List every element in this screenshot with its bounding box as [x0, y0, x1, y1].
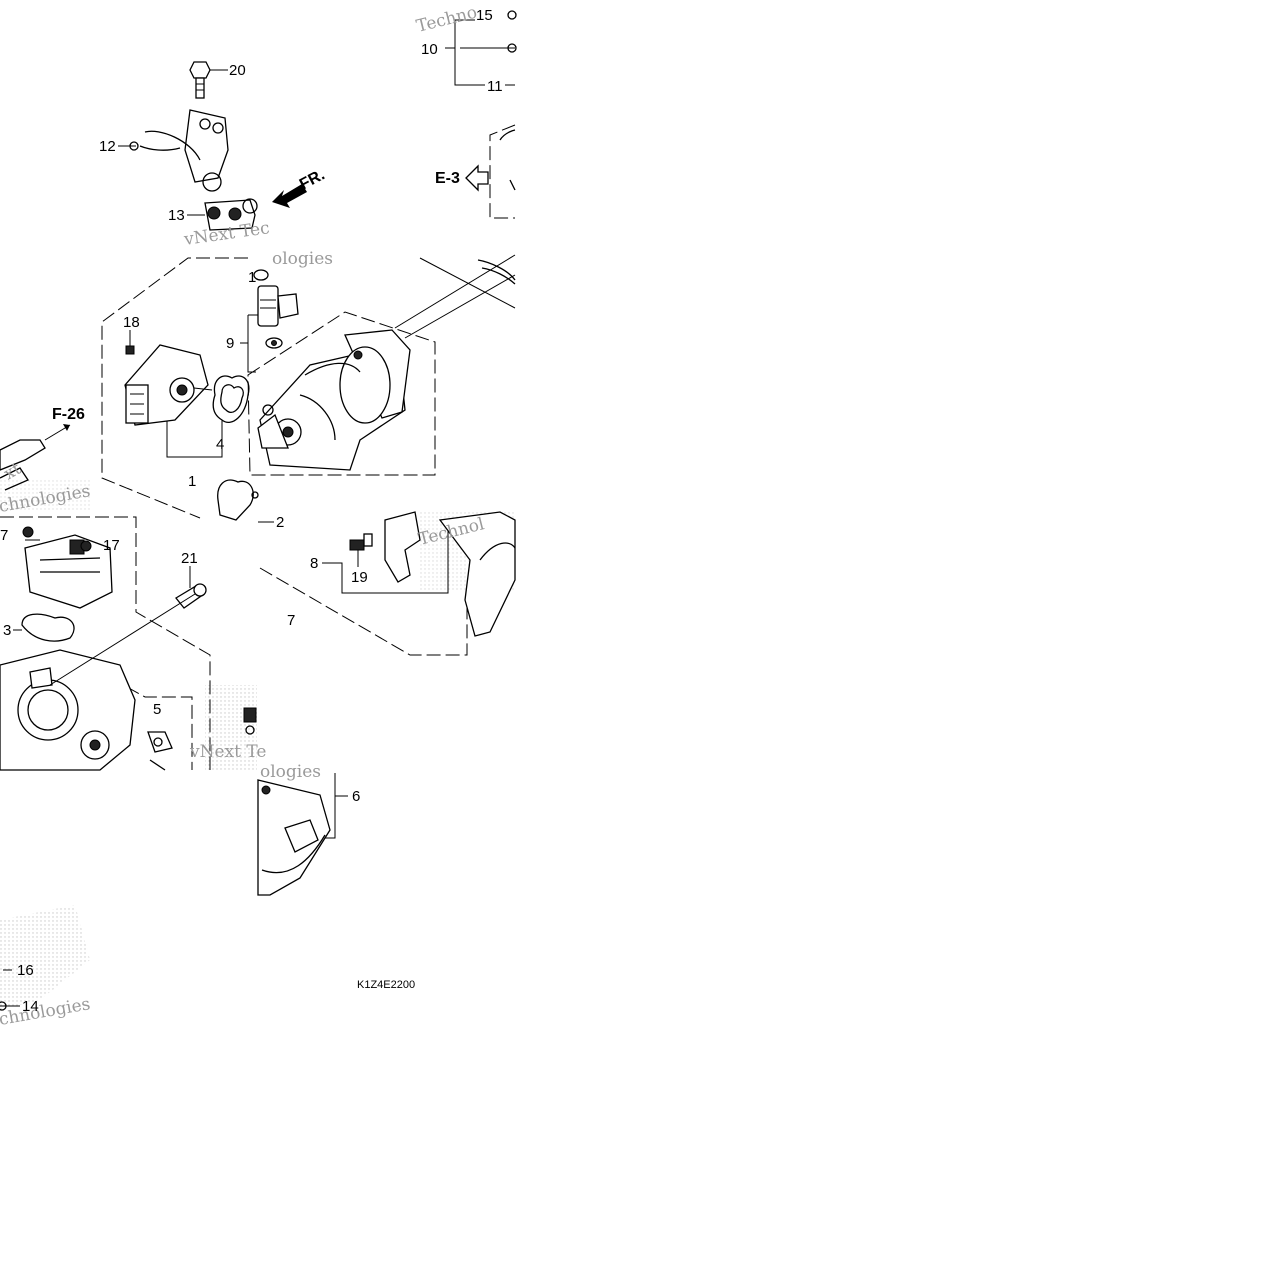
callout-16: 16 [17, 962, 34, 979]
front-direction-arrow-icon [272, 184, 307, 208]
sensor-lower-left [22, 526, 113, 609]
callouts: 20 12 13 1 18 9 4 1 2 8 19 21 7 17 7 3 5… [0, 7, 503, 1015]
group-outline-upper-right [489, 124, 516, 219]
cover-6 [257, 779, 331, 896]
callout-11: 11 [487, 78, 503, 95]
throttle-body [257, 329, 411, 471]
watermark-7: ologies [260, 762, 321, 782]
callout-8: 8 [310, 555, 318, 572]
bolt-small [243, 707, 257, 735]
bolt-20 [189, 61, 211, 99]
bracket-part [129, 109, 229, 192]
callout-10: 10 [421, 41, 438, 58]
callout-3: 3 [3, 622, 11, 639]
callout-15: 15 [476, 7, 493, 24]
callout-17b: 7 [0, 527, 8, 544]
callout-9: 9 [226, 335, 234, 352]
callout-17: 17 [103, 537, 120, 554]
callout-18: 18 [123, 314, 140, 331]
callout-6: 6 [352, 788, 360, 805]
watermark-3: ologies [272, 249, 333, 269]
clamp-5 [147, 731, 173, 771]
callout-1b: 1 [248, 269, 256, 286]
partial-part-upper-right [499, 10, 517, 191]
callout-19: 19 [351, 569, 368, 586]
o-ring-part [477, 259, 516, 285]
blank-region-right [515, 0, 1285, 1285]
grommet-13 [204, 198, 258, 231]
gasket-3 [21, 613, 75, 642]
bracket-7 [349, 511, 516, 637]
group-outline-throttle-sensor [247, 311, 436, 476]
callout-4: 4 [216, 436, 224, 453]
hose-fitting [0, 424, 71, 491]
injector-9 [253, 269, 299, 349]
gasket-4 [212, 375, 250, 423]
callout-1: 1 [188, 473, 196, 490]
callout-12: 12 [99, 138, 116, 155]
watermark-5: vNext Te [189, 742, 266, 762]
callout-14: 14 [22, 998, 39, 1015]
callout-2: 2 [276, 514, 284, 531]
ref-label-f26: F-26 [52, 406, 85, 423]
callout-13: 13 [168, 207, 185, 224]
fuel-pipe [394, 254, 516, 339]
gasket-2 [217, 479, 259, 521]
callout-5: 5 [153, 701, 161, 718]
callout-7: 7 [287, 612, 295, 629]
watermark-1: Techno [414, 3, 479, 37]
callout-20: 20 [229, 62, 246, 79]
diagram-code: K1Z4E2200 [357, 979, 415, 991]
group-outline-main [101, 257, 468, 656]
throttle-body-lower [0, 593, 196, 771]
ref-label-e3: E-3 [435, 170, 460, 187]
ref-arrow-e3-icon [465, 164, 489, 192]
parts-lower-left-edge [0, 1001, 7, 1011]
sensor-1 [124, 344, 213, 426]
callout-21: 21 [181, 550, 198, 567]
